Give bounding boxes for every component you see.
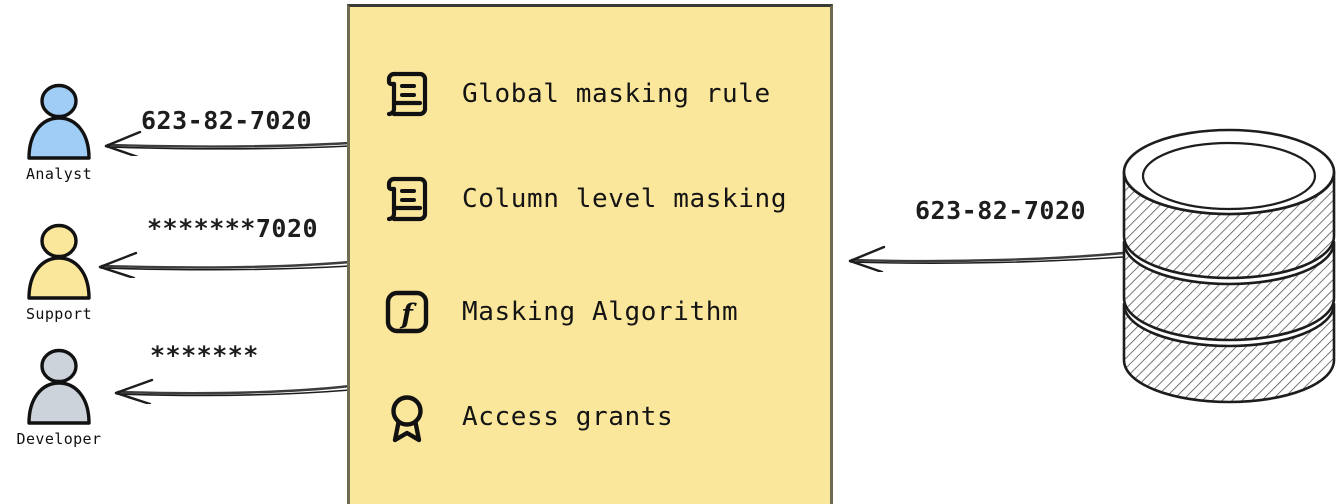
flow-value-source: 623-82-7020 (915, 196, 1087, 225)
svg-text:f: f (399, 299, 417, 330)
persona-analyst: Analyst (4, 80, 114, 182)
arrow-to-analyst (104, 130, 352, 156)
policy-panel: Global masking rule Column level masking… (347, 4, 833, 504)
award-icon (391, 395, 423, 443)
policy-item-label: Global masking rule (462, 79, 771, 109)
persona-label: Developer (16, 430, 102, 448)
persona-label: Analyst (25, 165, 92, 183)
arrow-to-developer (114, 378, 352, 404)
database-icon (1122, 128, 1336, 404)
person-icon (27, 223, 91, 300)
flow-value-support: *******7020 (147, 214, 319, 243)
person-icon (27, 83, 91, 160)
persona-developer: Developer (4, 345, 114, 447)
policy-item-access-grants[interactable]: Access grants (380, 385, 673, 449)
policy-item-masking-algorithm[interactable]: f Masking Algorithm (380, 280, 738, 344)
function-icon: f (385, 290, 429, 334)
policy-item-label: Masking Algorithm (462, 297, 739, 327)
policy-item-column-level-masking[interactable]: Column level masking (380, 167, 787, 231)
person-icon (27, 348, 91, 425)
scroll-icon (386, 71, 428, 117)
persona-support: Support (4, 220, 114, 322)
flow-value-analyst: 623-82-7020 (141, 106, 313, 135)
arrow-from-database (848, 245, 1125, 272)
flow-value-developer: ******* (150, 341, 259, 370)
arrow-to-support (98, 251, 352, 278)
policy-item-global-masking-rule[interactable]: Global masking rule (380, 62, 771, 126)
scroll-icon (386, 176, 428, 222)
policy-item-label: Access grants (462, 402, 674, 432)
persona-label: Support (25, 305, 92, 323)
policy-item-label: Column level masking (462, 184, 788, 214)
